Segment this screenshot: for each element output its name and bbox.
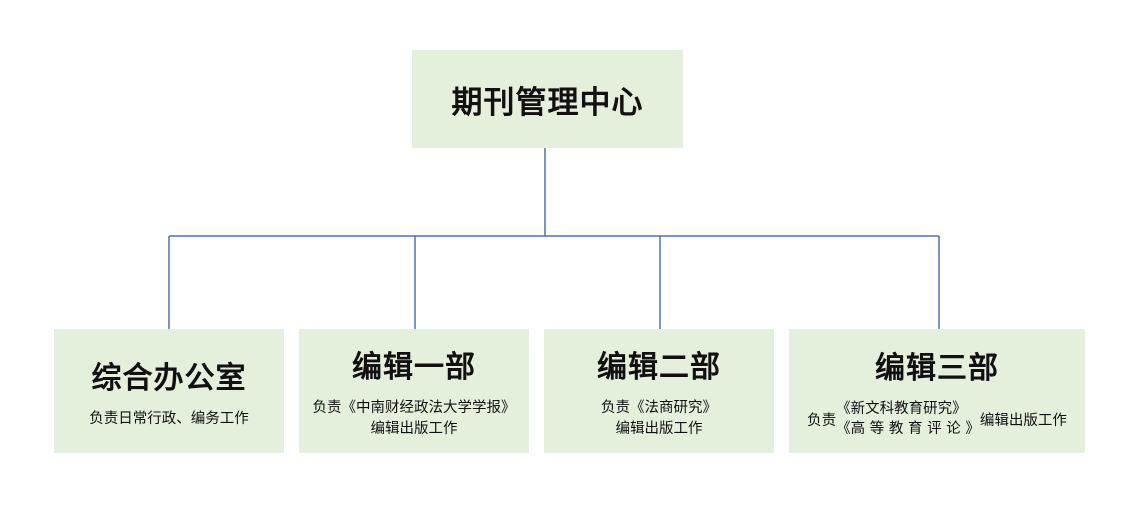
dept-desc-line: 负责日常行政、编务工作 — [89, 410, 249, 427]
dept-desc-line: 编辑出版工作 — [370, 421, 458, 437]
dept-title: 编辑二部 — [597, 350, 721, 385]
dept-desc-line: 编辑出版工作 — [615, 421, 703, 437]
dept-title: 编辑一部 — [352, 350, 476, 385]
dept-desc-suffix: 编辑出版工作 — [979, 412, 1067, 429]
dept-title: 综合办公室 — [91, 360, 247, 396]
dept-node-editorial-1: 编辑一部 负责《中南财经政法大学学报》 编辑出版工作 — [299, 329, 529, 453]
dept-journal-list: 《新文科教育研究》 《高 等 教 育 评 论 》 — [836, 399, 980, 439]
dept-desc-prefix: 负责 — [807, 412, 837, 429]
root-node: 期刊管理中心 — [412, 50, 683, 148]
dept-title: 编辑三部 — [875, 351, 999, 386]
root-title: 期刊管理中心 — [451, 84, 644, 121]
dept-journal: 《高 等 教 育 评 论 》 — [836, 421, 980, 437]
dept-desc-line: 负责《法商研究》 — [601, 400, 717, 416]
dept-node-general-office: 综合办公室 负责日常行政、编务工作 — [54, 329, 284, 453]
dept-description: 负责日常行政、编务工作 — [89, 409, 249, 430]
dept-node-editorial-2: 编辑二部 负责《法商研究》 编辑出版工作 — [544, 329, 774, 453]
dept-description: 负责 《新文科教育研究》 《高 等 教 育 评 论 》 编辑出版工作 — [807, 399, 1067, 439]
dept-journal: 《新文科教育研究》 — [836, 401, 967, 417]
dept-desc-line: 负责《中南财经政法大学学报》 — [312, 400, 516, 416]
dept-description: 负责《法商研究》 编辑出版工作 — [601, 398, 717, 440]
dept-node-editorial-3: 编辑三部 负责 《新文科教育研究》 《高 等 教 育 评 论 》 编辑出版工作 — [789, 329, 1085, 453]
dept-description: 负责《中南财经政法大学学报》 编辑出版工作 — [313, 398, 516, 440]
